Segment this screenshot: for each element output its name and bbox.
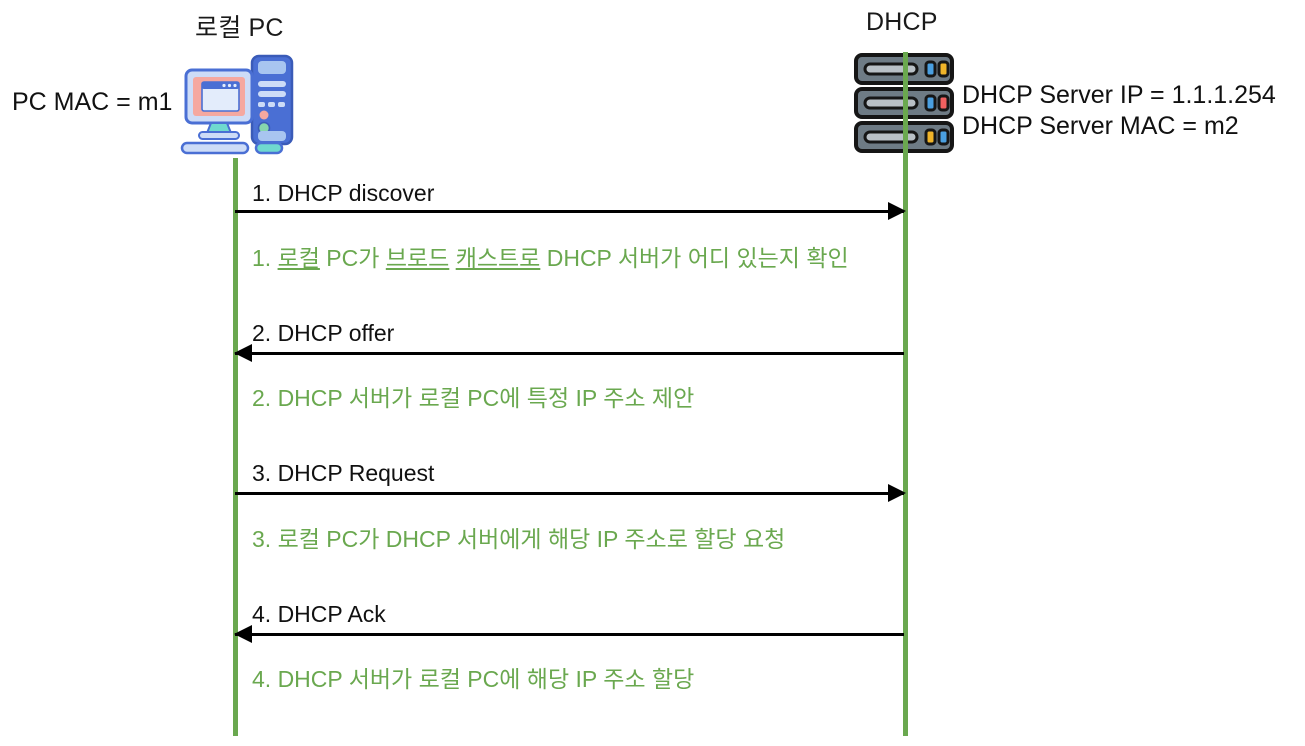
- actor-title-dhcp: DHCP: [866, 8, 938, 36]
- dhcp-server-note: DHCP Server IP = 1.1.1.254 DHCP Server M…: [962, 80, 1276, 142]
- message-arrow-line-3: [235, 492, 904, 495]
- message-description-2: 2. DHCP 서버가 로컬 PC에 특정 IP 주소 제안: [252, 385, 695, 411]
- pc-mac-note: PC MAC = m1: [12, 88, 173, 116]
- message-arrow-line-1: [235, 210, 904, 213]
- message-label-1: 1. DHCP discover: [252, 180, 435, 206]
- actor-title-local-pc: 로컬 PC: [195, 14, 284, 42]
- message-description-1: 1. 로컬 PC가 브로드 캐스트로 DHCP 서버가 어디 있는지 확인: [252, 245, 849, 271]
- dhcp-server-mac-line: DHCP Server MAC = m2: [962, 112, 1239, 140]
- message-arrow-line-4: [235, 633, 904, 636]
- lifeline-local-pc: [233, 158, 238, 736]
- message-label-3: 3. DHCP Request: [252, 460, 435, 486]
- lifeline-dhcp-server: [903, 52, 908, 736]
- message-arrow-head-1: [888, 202, 906, 220]
- message-arrow-head-2: [234, 344, 252, 362]
- message-arrow-head-4: [234, 625, 252, 643]
- dhcp-server-ip-line: DHCP Server IP = 1.1.1.254: [962, 81, 1276, 109]
- message-label-2: 2. DHCP offer: [252, 320, 395, 346]
- message-arrow-head-3: [888, 484, 906, 502]
- message-description-4: 4. DHCP 서버가 로컬 PC에 해당 IP 주소 할당: [252, 666, 695, 692]
- message-arrow-line-2: [235, 352, 904, 355]
- message-label-4: 4. DHCP Ack: [252, 601, 386, 627]
- desktop-computer-icon: [180, 54, 294, 155]
- message-description-3: 3. 로컬 PC가 DHCP 서버에게 해당 IP 주소로 할당 요청: [252, 526, 786, 552]
